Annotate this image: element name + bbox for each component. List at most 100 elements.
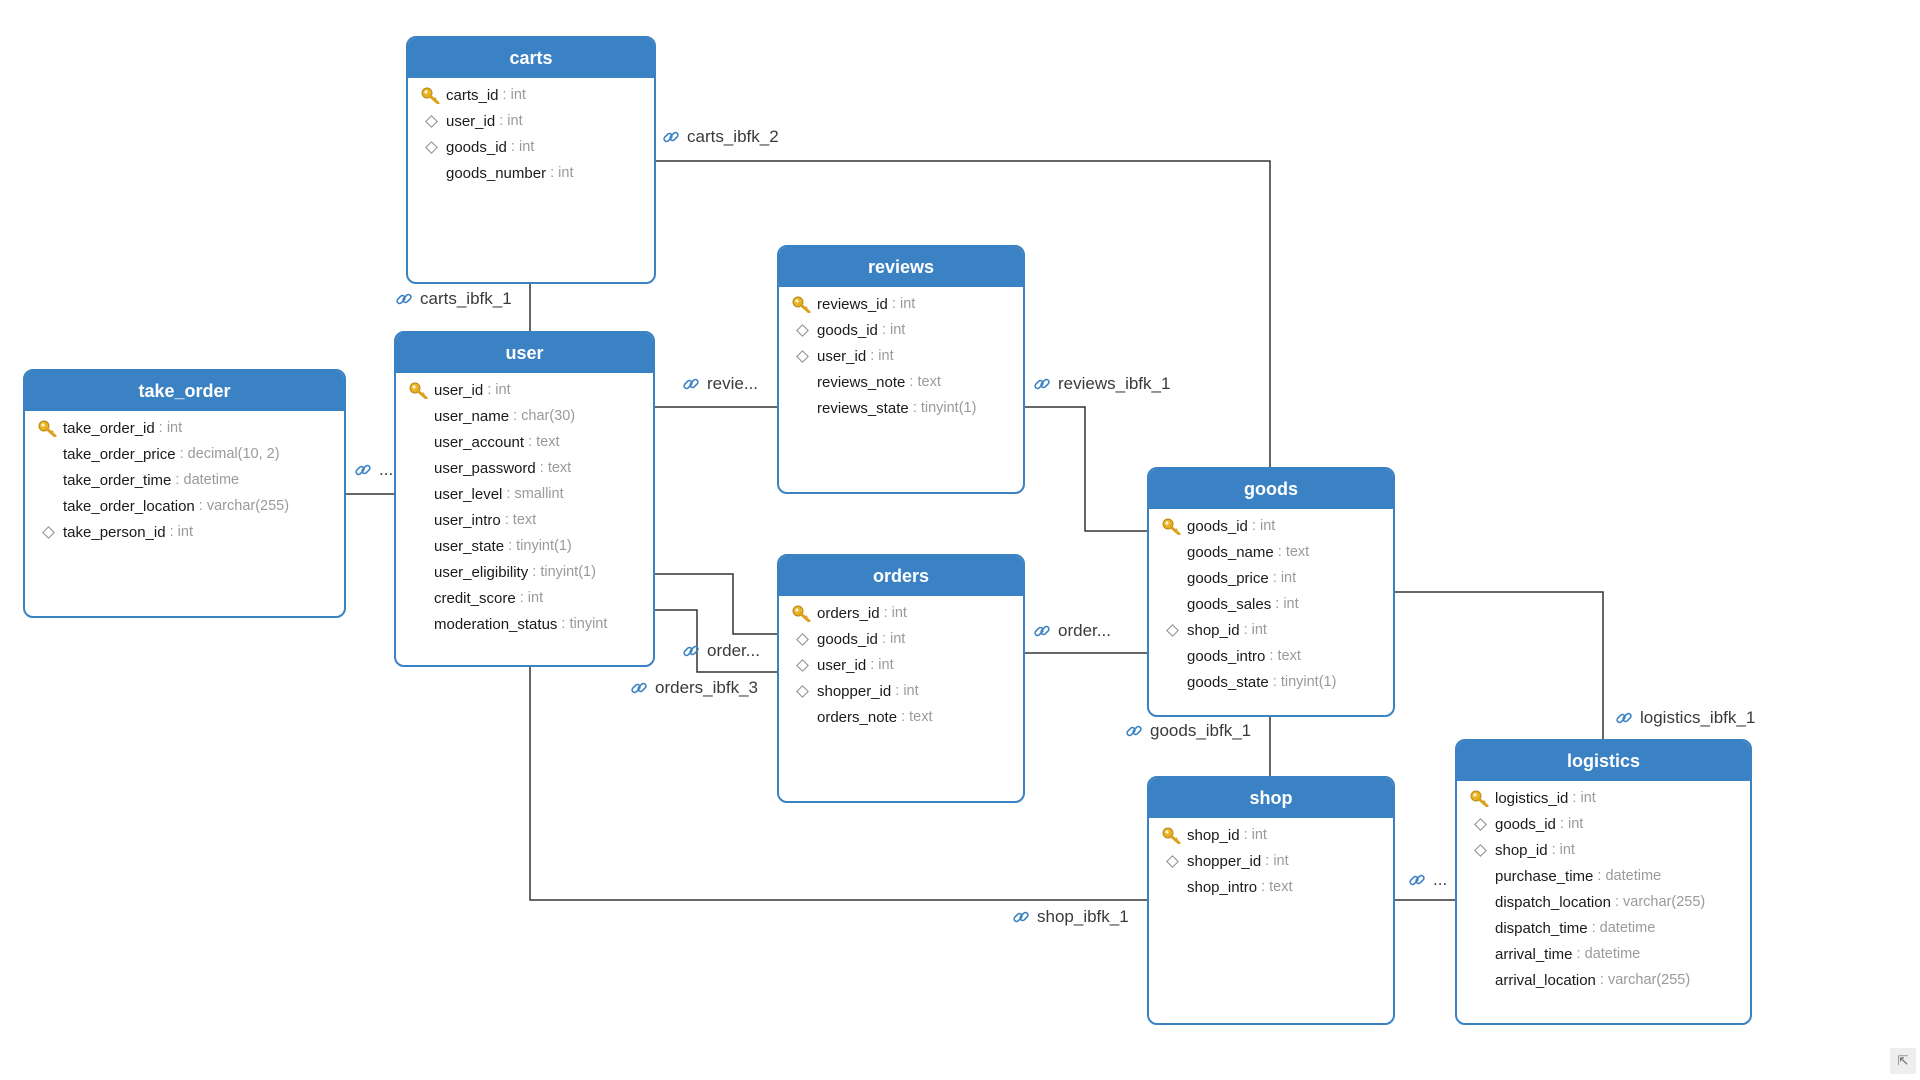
field-type-separator: :: [905, 374, 918, 390]
table-field[interactable]: shop_id : int: [1149, 822, 1393, 848]
table-field[interactable]: user_intro : text: [396, 507, 653, 533]
field-type: int: [1567, 816, 1584, 832]
table-header[interactable]: logistics: [1457, 741, 1750, 781]
relation-label[interactable]: carts_ibfk_2: [662, 127, 779, 147]
table-field[interactable]: user_id : int: [779, 652, 1023, 678]
table-field[interactable]: logistics_id : int: [1457, 785, 1750, 811]
field-spacer: [37, 467, 59, 493]
line-user-orders-b[interactable]: [653, 609, 777, 673]
field-type: int: [518, 139, 535, 155]
line-goods-logistics[interactable]: [1394, 591, 1604, 739]
link-icon: [682, 642, 700, 660]
relation-label[interactable]: shop_ibfk_1: [1012, 907, 1129, 927]
table-header[interactable]: shop: [1149, 778, 1393, 818]
field-name: carts_id: [446, 86, 499, 104]
table-field[interactable]: credit_score : int: [396, 585, 653, 611]
table-field[interactable]: user_password : text: [396, 455, 653, 481]
relation-label[interactable]: ...: [1408, 870, 1447, 890]
table-field[interactable]: carts_id : int: [408, 82, 654, 108]
table-field[interactable]: user_eligibility : tinyint(1): [396, 559, 653, 585]
relation-label[interactable]: logistics_ibfk_1: [1615, 708, 1755, 728]
relation-label[interactable]: reviews_ibfk_1: [1033, 374, 1170, 394]
relation-label[interactable]: carts_ibfk_1: [395, 289, 512, 309]
table-field[interactable]: goods_number : int: [408, 160, 654, 186]
table-header[interactable]: goods: [1149, 469, 1393, 509]
table-field[interactable]: user_id : int: [779, 343, 1023, 369]
line-user-shop[interactable]: [529, 666, 1147, 901]
line-user-orders-a[interactable]: [653, 573, 777, 635]
line-reviews-goods[interactable]: [1024, 406, 1147, 532]
field-name: goods_id: [817, 630, 878, 648]
field-type-separator: :: [897, 709, 910, 725]
table-field[interactable]: take_person_id : int: [25, 519, 344, 545]
table-field[interactable]: arrival_time : datetime: [1457, 941, 1750, 967]
field-spacer: [1161, 539, 1183, 565]
table-field[interactable]: shopper_id : int: [1149, 848, 1393, 874]
table-field[interactable]: goods_id : int: [408, 134, 654, 160]
table-field[interactable]: take_order_location : varchar(255): [25, 493, 344, 519]
table-field[interactable]: take_order_time : datetime: [25, 467, 344, 493]
field-name: goods_sales: [1187, 595, 1272, 613]
table-field[interactable]: goods_name : text: [1149, 539, 1393, 565]
table-field[interactable]: orders_id : int: [779, 600, 1023, 626]
table-field[interactable]: moderation_status : tinyint: [396, 611, 653, 637]
table-field[interactable]: user_name : char(30): [396, 403, 653, 429]
table-field[interactable]: take_order_id : int: [25, 415, 344, 441]
table-field[interactable]: shop_intro : text: [1149, 874, 1393, 900]
table-field[interactable]: user_state : tinyint(1): [396, 533, 653, 559]
field-type-separator: :: [557, 616, 570, 632]
field-name: goods_state: [1187, 673, 1269, 691]
table-field[interactable]: user_level : smallint: [396, 481, 653, 507]
table-field[interactable]: goods_id : int: [779, 317, 1023, 343]
field-name: shop_id: [1495, 841, 1548, 859]
table-field[interactable]: reviews_note : text: [779, 369, 1023, 395]
table-field[interactable]: goods_intro : text: [1149, 643, 1393, 669]
resize-corner-icon[interactable]: ⇱: [1890, 1048, 1916, 1074]
table-field[interactable]: take_order_price : decimal(10, 2): [25, 441, 344, 467]
relation-label[interactable]: goods_ibfk_1: [1125, 721, 1251, 741]
table-field[interactable]: arrival_location : varchar(255): [1457, 967, 1750, 993]
table-field[interactable]: goods_id : int: [1149, 513, 1393, 539]
table-header[interactable]: carts: [408, 38, 654, 78]
table-header[interactable]: take_order: [25, 371, 344, 411]
table-field[interactable]: user_id : int: [408, 108, 654, 134]
table-field[interactable]: goods_id : int: [1457, 811, 1750, 837]
field-type: int: [495, 382, 511, 398]
table-field[interactable]: purchase_time : datetime: [1457, 863, 1750, 889]
table-header[interactable]: orders: [779, 556, 1023, 596]
relation-label[interactable]: order...: [682, 641, 760, 661]
table-field[interactable]: user_id : int: [396, 377, 653, 403]
table-header[interactable]: reviews: [779, 247, 1023, 287]
table-header[interactable]: user: [396, 333, 653, 373]
table-field[interactable]: dispatch_location : varchar(255): [1457, 889, 1750, 915]
table-field[interactable]: goods_state : tinyint(1): [1149, 669, 1393, 695]
relation-label[interactable]: revie...: [682, 374, 758, 394]
field-type-separator: :: [1587, 920, 1600, 936]
table-field[interactable]: goods_id : int: [779, 626, 1023, 652]
table-field[interactable]: goods_price : int: [1149, 565, 1393, 591]
table-field[interactable]: shopper_id : int: [779, 678, 1023, 704]
relation-label[interactable]: orders_ibfk_3: [630, 678, 758, 698]
table-field[interactable]: reviews_state : tinyint(1): [779, 395, 1023, 421]
table-field[interactable]: goods_sales : int: [1149, 591, 1393, 617]
table-field[interactable]: shop_id : int: [1149, 617, 1393, 643]
table-field[interactable]: user_account : text: [396, 429, 653, 455]
relation-label[interactable]: ...: [354, 460, 393, 480]
table-field[interactable]: shop_id : int: [1457, 837, 1750, 863]
table-field[interactable]: orders_note : text: [779, 704, 1023, 730]
field-name: user_id: [446, 112, 496, 130]
line-carts-goods[interactable]: [656, 160, 1271, 470]
table-field[interactable]: reviews_id : int: [779, 291, 1023, 317]
field-spacer: [408, 429, 430, 455]
relation-label[interactable]: order...: [1033, 621, 1111, 641]
table-field[interactable]: dispatch_time : datetime: [1457, 915, 1750, 941]
